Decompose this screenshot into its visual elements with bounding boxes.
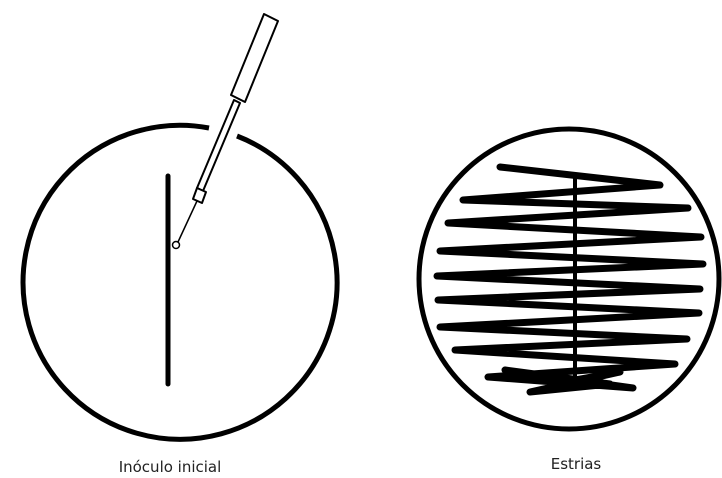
- inoculating-loop-icon: [173, 14, 279, 249]
- caption-streaks: Estrias: [476, 455, 676, 473]
- zigzag-streaks: [437, 167, 703, 392]
- streaks-panel: [419, 129, 719, 429]
- caption-initial-inoculum: Inóculo inicial: [70, 458, 270, 476]
- petri-dish-left: [23, 125, 337, 439]
- initial-inoculum-panel: [23, 14, 337, 439]
